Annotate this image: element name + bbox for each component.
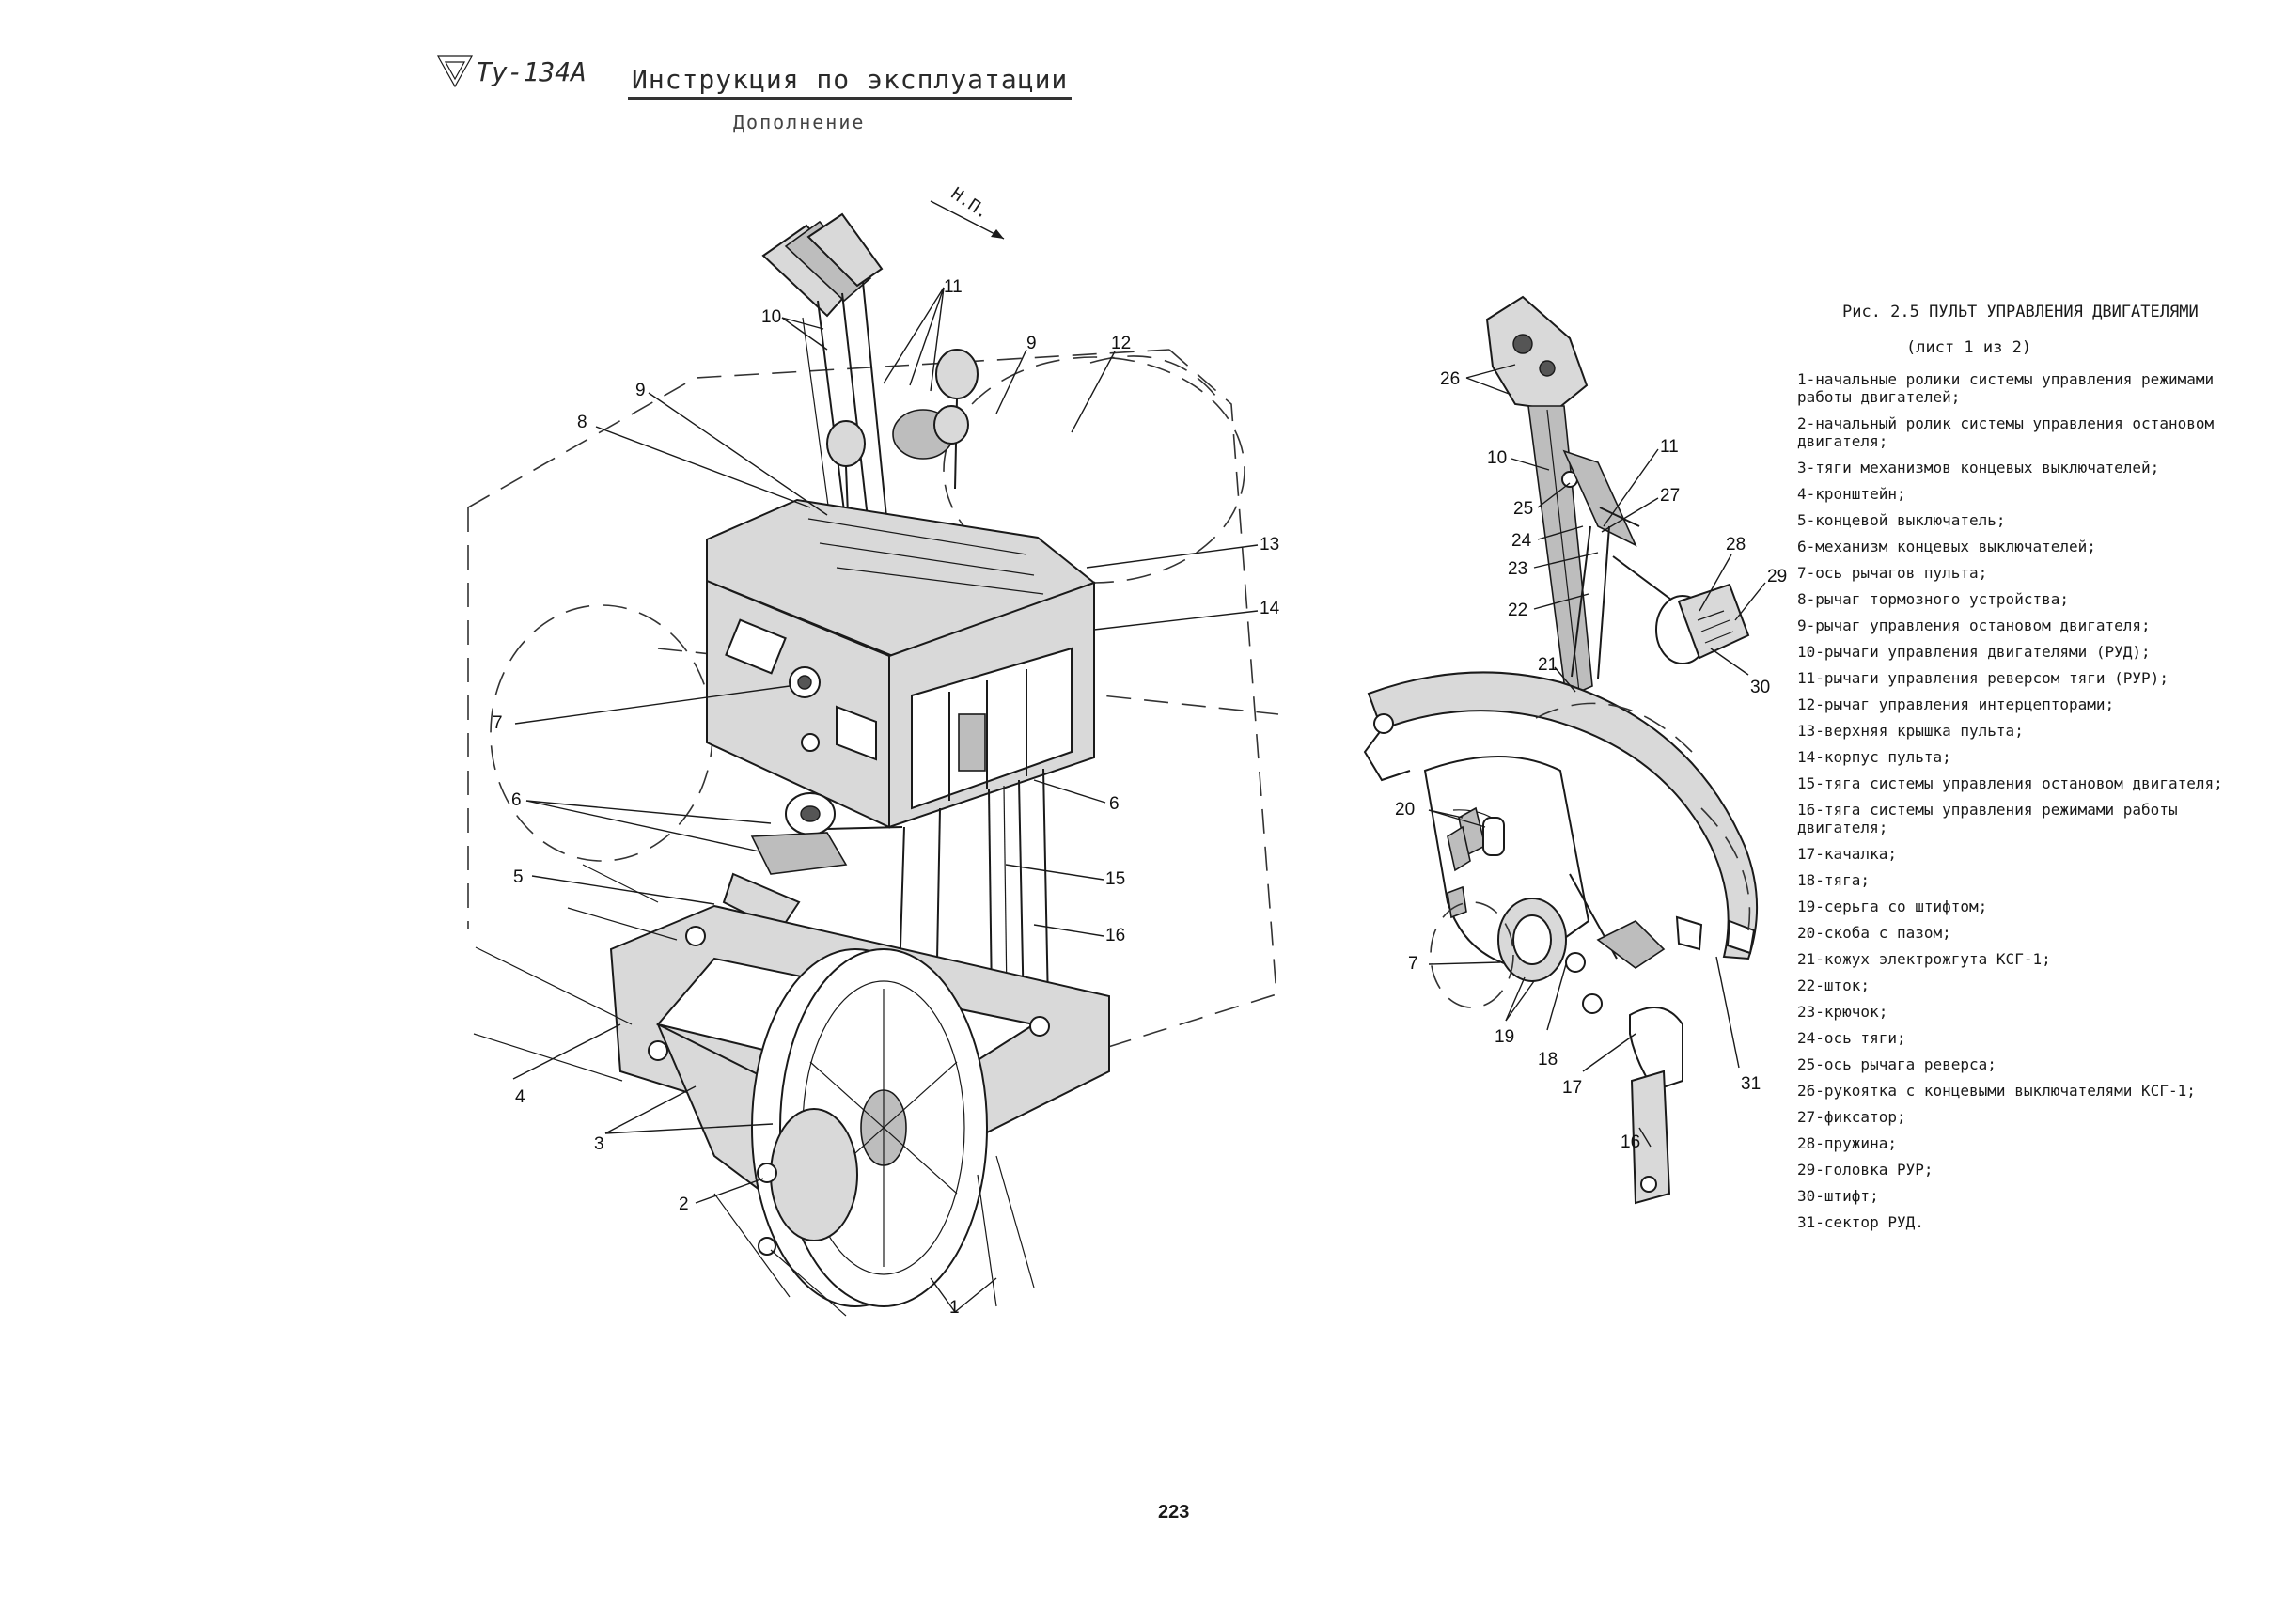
callout-left-15: 15 [1105,869,1126,889]
handle-with-switches [1485,295,1589,412]
legend-item: 18-тяга; [1797,871,1871,889]
legend-item: 3-тяги механизмов концевых выключателей; [1797,459,2160,476]
callout-right-20: 20 [1395,800,1416,820]
legend-item: 4-кронштейн; [1797,485,1906,503]
callout-left-8: 8 [577,413,587,432]
callout-left-11: 11 [944,277,963,297]
callout-right-21: 21 [1538,655,1558,675]
page-number: 223 [1158,1502,1190,1522]
callout-right-22: 22 [1508,601,1528,620]
callout-right-25: 25 [1513,499,1534,519]
callout-left-3: 3 [594,1134,604,1154]
callout-right-18: 18 [1538,1050,1558,1070]
header-title: Инструкция по эксплуатации [628,64,1073,100]
control-cables [473,864,1035,1317]
legend-item: 22-шток; [1797,976,1871,994]
stamp-logo: Ту-134А [434,49,603,124]
legend-item: 13-верхняя крышка пульта; [1797,722,2024,740]
callout-left-5: 5 [513,867,524,887]
lever-detail-assembly [1363,295,1759,1205]
legend-item: 6-механизм концевых выключателей; [1797,538,2096,555]
console-assembly [467,212,1279,1317]
callout-left-13: 13 [1260,535,1280,554]
legend-item: 29-головка РУР; [1797,1161,1934,1179]
legend-item: 8-рычаг тормозного устройства; [1797,590,2069,608]
callout-left-12: 12 [1111,334,1132,353]
legend-item: 11-рычаги управления реверсом тяги (РУР)… [1797,669,2169,687]
throttle-levers [761,212,888,527]
lever-knobs [826,349,979,565]
legend-item: 12-рычаг управления интерцепторами; [1797,695,2115,713]
callout-right-7: 7 [1408,954,1418,974]
callout-left-14: 14 [1260,599,1280,618]
callout-right-26: 26 [1440,369,1461,389]
parts-legend: 1-начальные ролики системы управления ре… [1797,370,2267,1240]
legend-item: 16-тяга системы управления режимами рабо… [1797,801,2178,836]
legend-item: 9-рычаг управления остановом двигателя; [1797,617,2151,634]
legend-item: 1-начальные ролики системы управления ре… [1797,370,2215,406]
legend-item: 17-качалка; [1797,845,1897,863]
callout-right-24: 24 [1511,531,1532,551]
legend-item: 10-рычаги управления двигателями (РУД); [1797,643,2151,661]
legend-item: 24-ось тяги; [1797,1029,1906,1047]
header-subtitle: Дополнение [733,111,866,133]
legend-item: 30-штифт; [1797,1187,1879,1205]
figure-caption: Рис. 2.5 ПУЛЬТ УПРАВЛЕНИЯ ДВИГАТЕЛЯМИ [1842,303,2199,321]
legend-item: 23-крючок; [1797,1003,1888,1021]
callout-right-17: 17 [1562,1078,1583,1098]
legend-item: 2-начальный ролик системы управления ост… [1797,414,2215,450]
callout-left-1: 1 [949,1298,960,1318]
legend-item: 20-скоба с пазом; [1797,924,1951,942]
callout-left-4: 4 [515,1087,525,1107]
stamp-triangle-icon [436,55,474,88]
callout-right-29: 29 [1767,567,1788,586]
legend-item: 25-ось рычага реверса; [1797,1055,1996,1073]
legend-item: 19-серьга со штифтом; [1797,898,1988,915]
callout-left-2: 2 [679,1195,689,1214]
callout-left-16: 16 [1105,926,1126,945]
callout-right-16: 16 [1621,1132,1641,1152]
legend-item: 15-тяга системы управления остановом дви… [1797,774,2223,792]
limit-switch-mechanism [722,792,903,932]
callout-left-9a: 9 [635,381,646,400]
callout-left-6a: 6 [511,790,522,810]
callout-right-19: 19 [1495,1027,1515,1047]
callout-left-6b: 6 [1109,794,1120,814]
callout-right-27: 27 [1660,486,1681,506]
callout-left-9b: 9 [1026,334,1037,353]
direction-arrow-icon [930,200,1005,240]
legend-item: 31-сектор РУД. [1797,1213,1924,1231]
callout-right-23: 23 [1508,559,1528,579]
legend-item: 28-пружина; [1797,1134,1897,1152]
callout-right-30: 30 [1750,678,1771,697]
callout-left-10: 10 [761,307,782,327]
callout-right-28: 28 [1726,535,1746,554]
left-leader-lines [512,287,1259,1313]
figure-sheet-label: (лист 1 из 2) [1906,338,2032,357]
callout-left-7: 7 [493,713,503,733]
reverse-head [1612,555,1750,664]
throttle-sector [1367,671,1759,960]
legend-item: 14-корпус пульта; [1797,748,1951,766]
legend-item: 5-концевой выключатель; [1797,511,2006,529]
legend-item: 27-фиксатор; [1797,1108,1906,1126]
legend-item: 26-рукоятка с концевыми выключателями КС… [1797,1082,2196,1100]
pulleys [751,948,988,1307]
stamp-text: Ту-134А [476,56,587,87]
legend-item: 7-ось рычагов пульта; [1797,564,1988,582]
callout-right-11: 11 [1660,437,1679,457]
callout-right-10: 10 [1487,448,1508,468]
legend-item: 21-кожух электрожгута КСГ-1; [1797,950,2051,968]
right-leader-lines [1428,364,1766,1148]
callout-right-31: 31 [1741,1074,1761,1094]
